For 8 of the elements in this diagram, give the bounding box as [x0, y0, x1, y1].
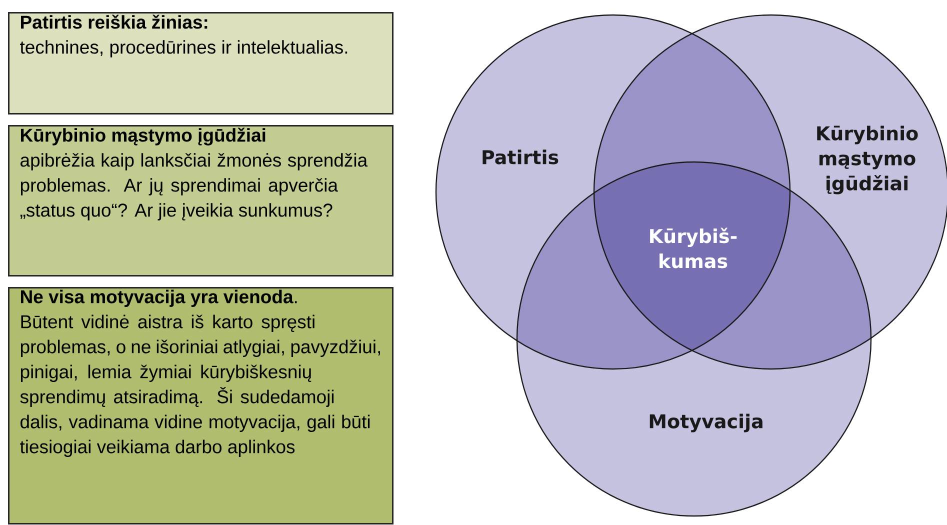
circle-label: Motyvacija — [650, 414, 762, 432]
circle-label: Kūrybinio mąstymo įgūdžiai — [817, 126, 918, 194]
text-box: Ne visa motyvacija yra vienoda. Būtent vidinė aistra iš karto spręsti problemas, o ne išoriniai atlygiai, pavyzdžiui, pinigai, lemia žymiai kūrybiškesnių sprendimų atsiradimą. Ši sudedamoji dalis, vadinama vidine motyvacija, gali būti tiesiogiai veikiama darbo aplinkos — [8, 287, 394, 524]
text-box: Patirtis reiškia žinias: technines, procedūrines ir intelektualias. — [8, 12, 394, 114]
overlap-label: Kūrybiš-kumas — [650, 228, 737, 268]
venn-circle — [435, 14, 791, 370]
text-box: Kūrybinio mąstymo įgūdžiai apibrėžia kaip lanksčiai žmonės sprendžia problemas. Ar jų sprendimai apverčia „status quo“? Ar jie įveikia sunkumus? — [8, 125, 394, 276]
circle-label: Patirtis — [482, 150, 558, 164]
